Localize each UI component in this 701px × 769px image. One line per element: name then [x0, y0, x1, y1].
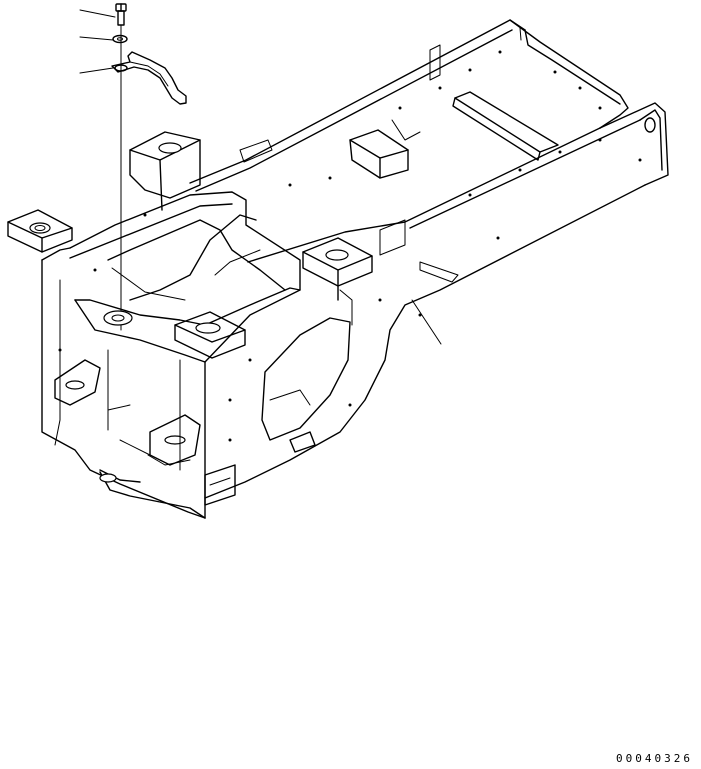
washer-part — [112, 34, 128, 44]
document-number: 00040326 — [616, 752, 693, 765]
leader-frame — [411, 299, 442, 345]
leader-washer — [79, 36, 114, 41]
leader-bolt — [79, 9, 116, 18]
leader-lines — [79, 9, 442, 345]
frame-part — [7, 19, 669, 519]
bolt-part — [115, 3, 127, 26]
bracket-part — [111, 51, 187, 105]
frame-holes — [58, 50, 642, 442]
leader-bracket — [79, 67, 114, 74]
